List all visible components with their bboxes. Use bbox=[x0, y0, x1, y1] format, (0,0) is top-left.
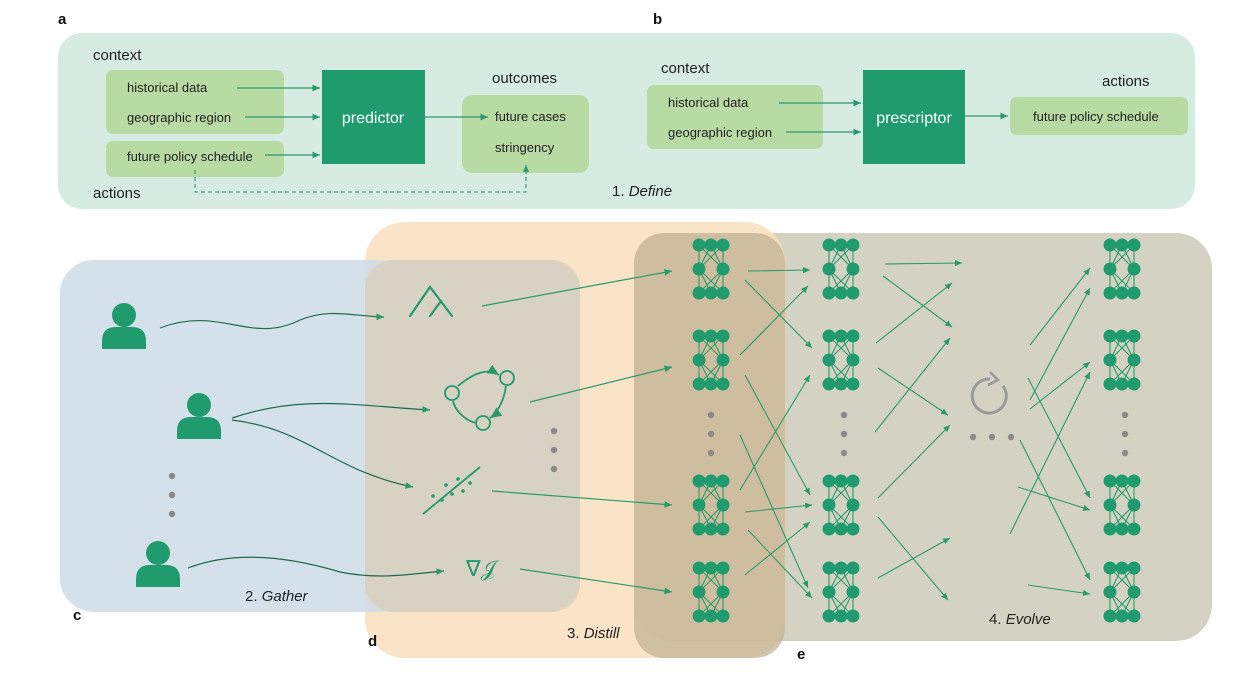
evolve-arrow bbox=[744, 521, 811, 576]
evolve-arrow bbox=[739, 374, 811, 491]
predictor-context-box bbox=[106, 70, 284, 134]
policy-input-box bbox=[106, 141, 284, 177]
gather-stage-label: 2. Gather bbox=[245, 588, 309, 605]
prescriptor-box bbox=[863, 70, 965, 164]
evolve-arrow bbox=[877, 424, 951, 499]
evolve-arrow bbox=[1029, 267, 1091, 346]
define-step-label: 1. Define bbox=[612, 183, 672, 200]
outcome-future-cases: future cases bbox=[495, 109, 566, 124]
prescriptor-context-title: context bbox=[661, 60, 710, 77]
panel-a-letter: a bbox=[58, 11, 67, 28]
generation-ellipsis bbox=[969, 433, 1015, 441]
curve-expert2-to-regression bbox=[231, 419, 414, 489]
predictor-label: predictor bbox=[342, 110, 405, 127]
prescriptor-context-box bbox=[647, 85, 823, 149]
arrow-tree-to-net1 bbox=[481, 269, 673, 307]
prescriptor-input-region: geographic region bbox=[668, 125, 772, 140]
policy-input-label: future policy schedule bbox=[127, 149, 253, 164]
predictor-input-historical: historical data bbox=[127, 80, 208, 95]
panel-d-letter: d bbox=[368, 633, 377, 650]
evolve-stage-label: 4. Evolve bbox=[989, 611, 1051, 628]
evolve-arrow bbox=[747, 529, 813, 599]
network-ellipsis-col2 bbox=[840, 411, 848, 457]
predictor-input-region: geographic region bbox=[127, 110, 231, 125]
evolve-arrow bbox=[744, 374, 811, 496]
evolve-arrow bbox=[739, 285, 809, 356]
predictor-context-title: context bbox=[93, 47, 142, 64]
panel-c-letter: c bbox=[73, 607, 81, 624]
distill-stage-label: 3. Distill bbox=[567, 625, 620, 642]
evolve-arrow bbox=[747, 267, 811, 274]
arrow-graph-to-net2 bbox=[529, 365, 673, 403]
outcomes-box bbox=[462, 95, 589, 173]
prescriptor-label: prescriptor bbox=[876, 110, 952, 127]
evolve-arrow bbox=[744, 279, 813, 349]
evolve-arrow bbox=[877, 367, 949, 416]
network-ellipsis-col1 bbox=[707, 411, 715, 457]
evolve-arrow bbox=[1027, 584, 1091, 597]
prescriptor-output-label: future policy schedule bbox=[1033, 109, 1159, 124]
dashed-policy-to-stringency bbox=[194, 165, 530, 193]
evolve-arrow bbox=[884, 260, 963, 267]
network-ellipsis-col4 bbox=[1121, 411, 1129, 457]
model-ellipsis bbox=[550, 427, 558, 473]
evolve-arrow bbox=[874, 337, 951, 433]
evolve-arrow bbox=[877, 537, 951, 579]
arrow-regression-to-net3 bbox=[491, 490, 673, 508]
gradient-icon: ∇𝒥 bbox=[465, 556, 500, 581]
graph-icon bbox=[444, 364, 515, 431]
evolve-arrow bbox=[1019, 439, 1091, 581]
arrow-gradient-to-net4 bbox=[519, 568, 673, 595]
evolve-arrow bbox=[875, 282, 953, 344]
curve-expert1-to-tree bbox=[159, 312, 385, 330]
regression-icon bbox=[422, 466, 481, 515]
evolve-arrow bbox=[1027, 377, 1091, 499]
prescriptor-output-box bbox=[1010, 97, 1188, 135]
expert-ellipsis bbox=[168, 472, 176, 518]
tree-icon bbox=[408, 285, 454, 318]
predictor-box bbox=[322, 70, 425, 164]
outcome-stringency: stringency bbox=[495, 140, 555, 155]
panel-e-letter: e bbox=[797, 646, 805, 663]
evolve-arrow bbox=[1029, 287, 1091, 401]
predictor-actions-title: actions bbox=[93, 185, 141, 202]
curve-expert3-to-gradient bbox=[187, 556, 445, 577]
evolve-arrow bbox=[744, 502, 813, 513]
gather-distill-overlap bbox=[365, 260, 580, 612]
evolve-arrow bbox=[882, 275, 953, 328]
prescriptor-actions-title: actions bbox=[1102, 73, 1150, 90]
prescriptor-input-historical: historical data bbox=[668, 95, 749, 110]
panel-b-letter: b bbox=[653, 11, 662, 28]
outcomes-title: outcomes bbox=[492, 70, 557, 87]
evolve-arrow bbox=[1009, 371, 1091, 535]
curve-expert2-to-graph bbox=[231, 402, 431, 419]
evolve-arrow bbox=[1017, 486, 1091, 511]
distill-evolve-overlap bbox=[634, 233, 785, 658]
evolve-arrow bbox=[739, 434, 809, 589]
refresh-icon bbox=[970, 371, 1008, 415]
